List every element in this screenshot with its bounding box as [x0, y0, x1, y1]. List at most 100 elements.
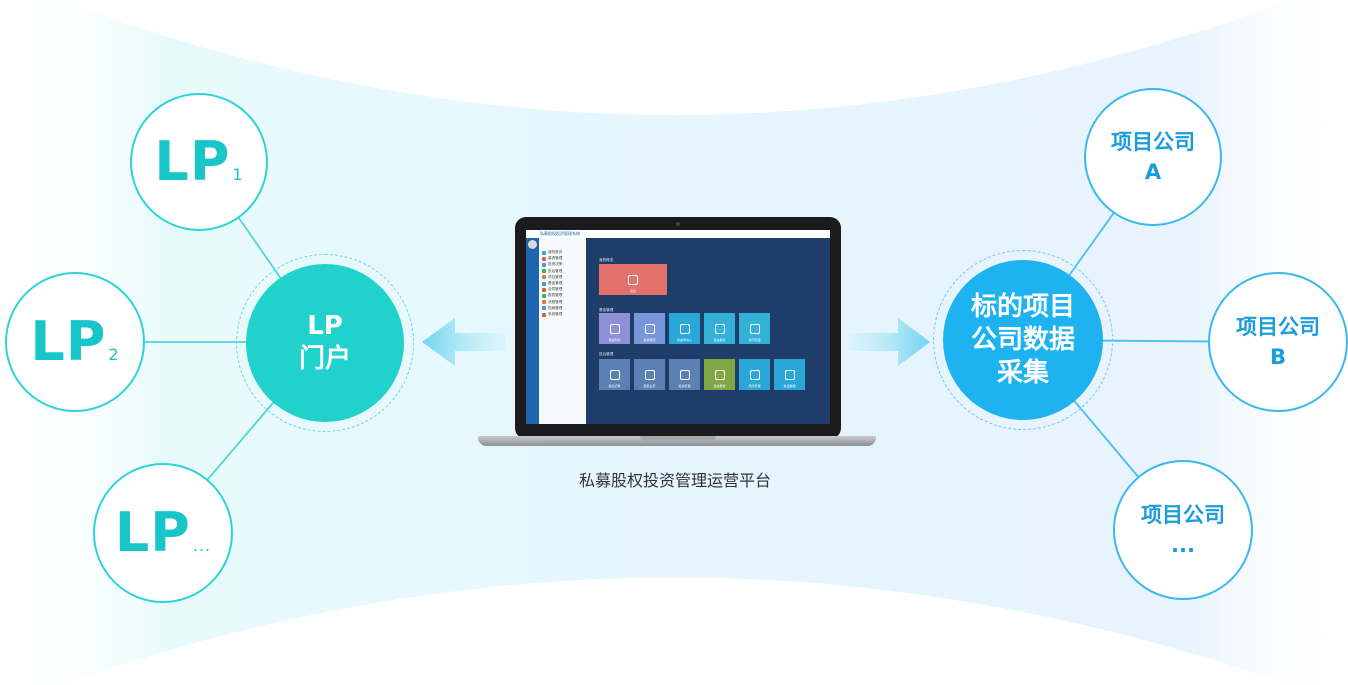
menu-item-icon — [542, 312, 546, 317]
tile-label: 基金报表 — [713, 338, 726, 342]
arrow-left-icon — [422, 318, 505, 366]
menu-item-label: 项目管理 — [548, 274, 563, 279]
company-data-hub: 标的项目 公司数据 采集 — [943, 260, 1103, 420]
dashboard-tile[interactable]: 投后记录 — [599, 359, 630, 390]
dashboard-tile[interactable]: 风险管理 — [739, 359, 770, 390]
menu-item[interactable]: 投后管理 — [542, 269, 562, 274]
menu-item-icon — [542, 275, 546, 280]
screen-menu: 我的首页募资管理投资决策投后管理项目管理基金管理合同管理报表管理流程管理档案管理… — [539, 238, 587, 424]
company-node-a: 项目公司 A — [1084, 88, 1222, 226]
dashboard-tile[interactable]: 基金报表 — [704, 313, 735, 344]
menu-item-icon — [542, 293, 546, 298]
company-node-more: 项目公司 ... — [1113, 460, 1253, 600]
dashboard-tile[interactable]: 项目 — [599, 264, 667, 295]
arrow-right-icon — [848, 318, 930, 366]
company-node-b: 项目公司 B — [1208, 272, 1348, 412]
dashboard-tile[interactable]: 基金列表 — [599, 313, 630, 344]
section-title: 基金管理 — [599, 308, 614, 312]
tile-label: 基金概况 — [643, 338, 656, 342]
menu-item[interactable]: 档案管理 — [542, 306, 562, 311]
dashboard-tile[interactable]: 投资管理 — [669, 359, 700, 390]
menu-item-label: 合同管理 — [548, 287, 563, 292]
tile-icon — [714, 324, 725, 334]
menu-item[interactable]: 流程管理 — [542, 300, 562, 305]
laptop-camera-icon — [676, 222, 680, 226]
menu-item-icon — [542, 250, 546, 255]
section-title: 我的概览 — [599, 258, 614, 262]
lp-hub-line2: 门户 — [298, 344, 351, 374]
tile-label: 合同管理 — [748, 338, 761, 342]
tile-label: 基金申请人 — [676, 338, 692, 342]
menu-item-label: 系统管理 — [548, 312, 563, 316]
section-title: 投后管理 — [599, 352, 614, 356]
tile-icon — [749, 324, 760, 334]
laptop-screen: 私募股权投资管理系统 我的首页募资管理投资决策投后管理项目管理基金管理合同管理报… — [526, 230, 830, 424]
tile-label: 风险管理 — [748, 384, 761, 388]
screen-nav-rail — [526, 238, 539, 424]
tile-icon — [679, 324, 690, 334]
tile-label: 项目 — [629, 289, 636, 293]
screen-app-title: 私募股权投资管理系统 — [540, 231, 580, 236]
tile-icon — [628, 275, 638, 285]
dashboard-tile[interactable]: 合同管理 — [739, 313, 770, 344]
company-hub-ring — [933, 250, 1113, 430]
menu-item-label: 投资决策 — [548, 262, 563, 267]
company-node-letter: B — [1269, 345, 1286, 369]
dashboard-tile[interactable]: 基金概况 — [634, 313, 665, 344]
tile-icon — [609, 370, 620, 380]
tile-label: 投后数据 — [783, 384, 796, 388]
lp-node-label: LP — [114, 501, 191, 564]
company-node-letter: ... — [1171, 533, 1195, 557]
menu-item-label: 我的首页 — [548, 250, 563, 254]
company-node-letter: A — [1144, 160, 1162, 184]
lp-portal-hub: LP 门户 — [246, 264, 404, 422]
tile-icon — [609, 324, 620, 334]
tile-label: 基金报告 — [713, 384, 726, 388]
laptop-base — [478, 436, 876, 446]
company-hub-line1: 标的项目 — [970, 291, 1075, 322]
menu-item[interactable]: 募资管理 — [542, 256, 562, 261]
lp-hub-ring — [236, 254, 414, 432]
tile-label: 投后记录 — [608, 384, 621, 388]
menu-item-icon — [542, 281, 546, 286]
tile-icon — [679, 370, 690, 380]
tile-label: 项目主页 — [643, 384, 656, 388]
menu-item-label: 募资管理 — [548, 256, 563, 261]
lp-node-label: LP — [154, 130, 231, 193]
company-node-label: 项目公司 — [1111, 130, 1195, 154]
dashboard-tile[interactable]: 投后数据 — [774, 359, 805, 390]
lp-node-label: LP — [30, 310, 107, 373]
lp-node-subscript: 1 — [232, 165, 244, 184]
menu-item[interactable]: 项目管理 — [542, 275, 562, 280]
dashboard-tile[interactable]: 基金申请人 — [669, 313, 700, 344]
tile-icon — [644, 324, 655, 334]
menu-item-icon — [542, 256, 546, 261]
tile-label: 投资管理 — [678, 384, 691, 388]
dashboard-tile[interactable]: 项目主页 — [634, 359, 665, 390]
tile-icon — [784, 370, 795, 380]
avatar — [528, 240, 537, 249]
menu-item[interactable]: 基金管理 — [542, 281, 562, 286]
menu-item-icon — [542, 269, 546, 274]
tile-icon — [644, 370, 655, 380]
menu-item[interactable]: 我的首页 — [542, 250, 562, 255]
tile-label: 基金列表 — [608, 338, 621, 342]
menu-item-icon — [542, 300, 546, 305]
dashboard-tile[interactable]: 基金报告 — [704, 359, 735, 390]
menu-item-label: 报表管理 — [548, 293, 563, 298]
screen-main: 我的概览 基金管理 投后管理 项目基金列表 基金概况 基金申请人 基金报表 合同管理投后… — [586, 238, 830, 424]
menu-item-label: 流程管理 — [548, 299, 563, 304]
menu-item[interactable]: 投资决策 — [542, 262, 562, 267]
menu-item-label: 基金管理 — [548, 281, 563, 285]
laptop-notch — [640, 436, 716, 441]
menu-item-label: 投后管理 — [548, 268, 563, 273]
menu-item[interactable]: 合同管理 — [542, 287, 562, 292]
tile-icon — [749, 370, 760, 380]
company-hub-line2: 公司数据 — [970, 324, 1075, 355]
company-hub-line3: 采集 — [996, 357, 1049, 388]
tile-icon — [714, 370, 725, 380]
menu-item[interactable]: 报表管理 — [542, 293, 562, 298]
menu-item[interactable]: 系统管理 — [542, 312, 562, 317]
